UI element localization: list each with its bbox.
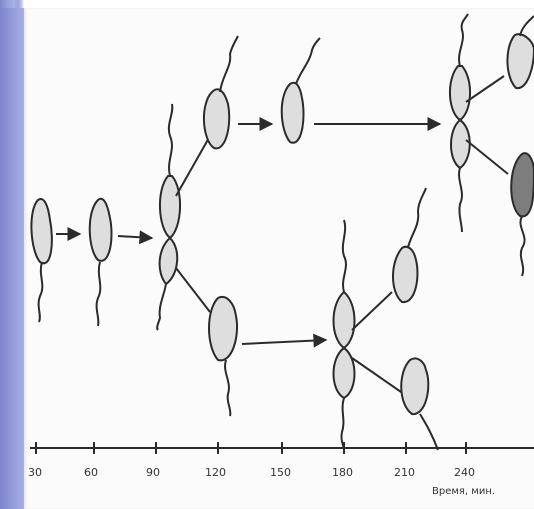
branch-up-3 [175,135,211,197]
tick-label-120: 120 [205,466,226,479]
branch-down-3 [175,267,211,313]
cell-lower-right-bottom [400,357,439,451]
cell-far-right-middle [510,152,534,277]
cell-lower-daughter-1 [208,296,238,417]
branch-lower-up [351,291,393,331]
arrow-lower-1-2 [241,333,328,348]
tick-label-90: 90 [146,466,160,479]
cell-lower-dividing-180 [332,219,356,451]
tick-label-150: 150 [270,466,291,479]
tick-label-30: 30 [28,466,42,479]
branch-upper-right-1 [465,75,505,103]
branch-lower-down [351,357,405,395]
time-axis: 30 60 90 120 150 180 210 240 Время, мин. [28,442,534,497]
tick-label-60: 60 [84,466,98,479]
left-frame-bar [0,8,24,509]
cell-stage-3-dividing [156,103,182,331]
tick-label-180: 180 [332,466,353,479]
cell-far-right-top [506,15,534,90]
cell-lower-right-top [392,187,427,303]
branch-upper-right-2 [465,139,509,175]
cell-upper-daughter-1 [202,35,239,150]
tick-label-240: 240 [454,466,475,479]
cell-upper-dividing-240 [448,13,472,233]
tick-label-210: 210 [394,466,415,479]
cell-upper-daughter-2 [280,37,321,144]
cell-stage-2 [88,197,113,327]
axis-title: Время, мин. [432,486,495,497]
arrow-2-3 [117,230,154,245]
cell-stage-1 [30,198,53,323]
